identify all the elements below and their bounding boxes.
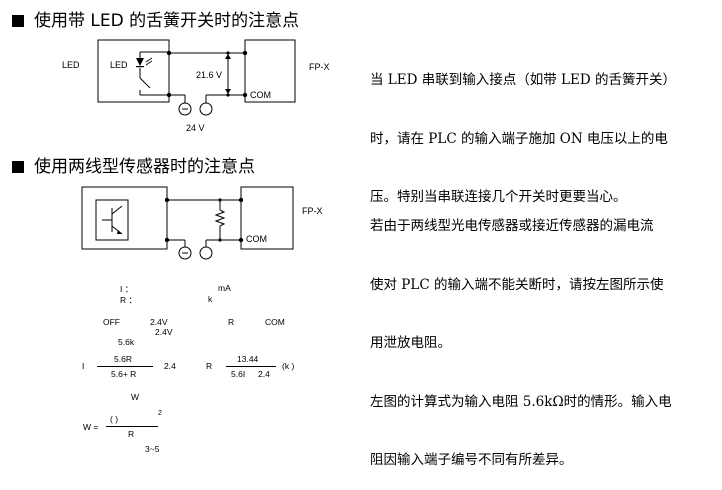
plc-box-1 — [244, 39, 296, 103]
formula-val24: 2.4 — [164, 361, 176, 371]
fraction1-bar — [97, 366, 153, 367]
formula-r56k: 5.6k — [118, 337, 135, 347]
formula-off: OFF — [103, 317, 120, 327]
section2-line: 阻因输入端子编号不同有所差异。 — [370, 452, 573, 468]
junction-dot — [226, 93, 230, 97]
supply-plus-icon — [199, 102, 213, 116]
formula-sup2: 2 — [158, 410, 162, 417]
com-label-2: COM — [246, 234, 267, 244]
section1-paragraph: 当 LED 串联到输入接点（如带 LED 的舌簧开关） 时，请在 PLC 的输入… — [370, 32, 676, 227]
fraction2-denominator-b: 2.4 — [258, 369, 270, 379]
bullet-square-icon — [12, 15, 24, 27]
voltage-label: 21.6 V — [196, 70, 223, 80]
formula-v2: 2.4V — [155, 327, 173, 337]
section2-paragraph: 若由于两线型光电传感器或接近传感器的漏电流 使对 PLC 的输入端不能关断时，请… — [370, 178, 672, 490]
section1-line: 当 LED 串联到输入接点（如带 LED 的舌簧开关） — [370, 72, 676, 88]
section2-line: 用泄放电阻。 — [370, 335, 451, 351]
circuit-diagrams — [81, 39, 296, 260]
terminal-dot — [238, 197, 244, 203]
plc-label-2: FP-X — [302, 206, 323, 216]
formula-v1: 2.4V — [150, 317, 168, 327]
supply-plus-icon — [199, 246, 213, 260]
section2-line: 使对 PLC 的输入端不能关断时，请按左图所示使 — [370, 276, 664, 293]
terminal-dot — [164, 197, 170, 203]
led-inner-label: LED — [110, 60, 128, 70]
fraction1-numerator: 5.6R — [114, 354, 132, 364]
two-wire-sensor-circuit — [81, 186, 294, 250]
led-outer-label: LED — [62, 60, 80, 70]
formula-com: COM — [265, 317, 285, 327]
formula-r2: R — [206, 361, 213, 371]
supply-voltage-label: 24 V — [186, 123, 205, 133]
led-switch-box — [97, 39, 170, 103]
led-reed-switch-circuit — [97, 39, 296, 103]
transistor-arrow-icon — [117, 230, 122, 234]
formula-r-den: R — [128, 429, 135, 439]
section2-heading: 使用两线型传感器时的注意点 — [12, 152, 255, 177]
terminal-dot — [166, 92, 172, 98]
resistor-icon — [214, 209, 226, 227]
formula-r: R — [228, 317, 235, 327]
fraction1-denominator: 5.6+ R — [111, 369, 137, 379]
formula-w-eq: W = — [83, 422, 99, 432]
terminal-dot — [242, 50, 248, 56]
formula-i2: I — [82, 361, 85, 371]
section2-line: 左图的计算式为输入电阻 5.6kΩ时的情形。输入电 — [370, 393, 672, 410]
junction-dot — [226, 51, 230, 55]
formula-ma: mA — [218, 283, 231, 293]
formula-r-colon: R ： — [120, 295, 138, 305]
sensor-box — [81, 186, 168, 250]
led-diode-icon — [136, 58, 144, 66]
formula-w-top: W — [131, 392, 140, 402]
bullet-square-icon — [12, 161, 24, 173]
light-arrow-icon — [145, 57, 153, 63]
plc-label-1: FP-X — [309, 62, 330, 72]
section2-title: 使用两线型传感器时的注意点 — [34, 157, 255, 177]
formula-i-colon: I ： — [120, 284, 134, 294]
plc-box-2 — [240, 186, 294, 250]
formula-range: 3~5 — [145, 444, 160, 454]
fraction2-numerator: 13.44 — [237, 354, 259, 364]
arrow-up-icon — [225, 54, 231, 59]
terminal-dot — [242, 92, 248, 98]
section1-line: 时，请在 PLC 的输入端子施加 ON 电压以上的电 — [370, 130, 668, 147]
fraction2-denominator-a: 5.6I — [231, 369, 246, 379]
sensor-inner-box — [95, 199, 129, 241]
section1-title: 使用带 LED 的舌簧开关时的注意点 — [34, 11, 300, 31]
terminal-dot — [164, 237, 170, 243]
formula-unit-k: (k ) — [282, 361, 295, 371]
formula-k: k — [208, 294, 213, 304]
junction-dot — [218, 198, 222, 202]
formula-paren: ( ) — [110, 414, 119, 424]
section2-line: 若由于两线型光电传感器或接近传感器的漏电流 — [370, 218, 654, 234]
terminal-dot — [238, 237, 244, 243]
w-fraction-bar — [106, 426, 158, 427]
arrow-down-icon — [225, 89, 231, 94]
fraction2-bar — [226, 366, 276, 367]
com-label-1: COM — [250, 90, 271, 100]
section1-line: 压。特别当串联连接几个开关时更要当心。 — [370, 189, 627, 205]
section1-heading: 使用带 LED 的舌簧开关时的注意点 — [12, 6, 299, 31]
terminal-dot — [166, 50, 172, 56]
junction-dot — [218, 238, 222, 242]
